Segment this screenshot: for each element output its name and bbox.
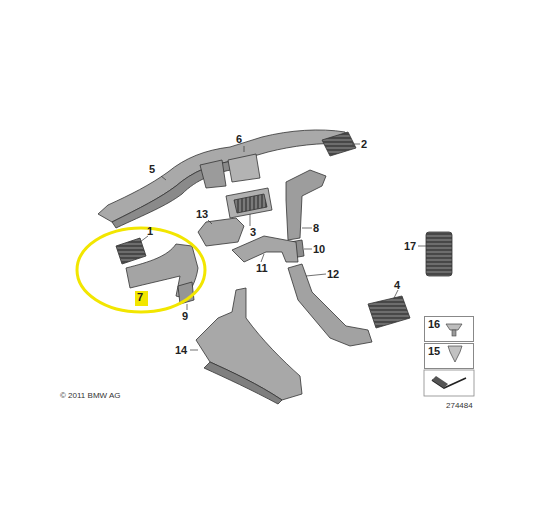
duct-12 [288, 264, 372, 346]
vent-3 [226, 188, 272, 218]
callout-number: 3 [250, 227, 256, 238]
vent-4 [368, 296, 410, 328]
footer-note: © 2011 BMW AG [60, 392, 120, 400]
duct-branch [200, 160, 226, 188]
vent-3-grille [234, 194, 267, 213]
duct-8 [286, 170, 326, 240]
duct-shade [112, 160, 242, 228]
callout-number: 4 [394, 280, 400, 291]
fastener-box: 16 [424, 316, 474, 342]
leader-lines [140, 144, 426, 350]
vent-2 [322, 132, 356, 156]
duct-14-shade [204, 362, 282, 404]
callout-number: 2 [361, 139, 367, 150]
callout-number: 16 [428, 319, 470, 330]
callout-number: 13 [196, 209, 208, 220]
callout-number: 12 [327, 269, 339, 280]
footer-note: 274484 [446, 402, 473, 410]
callout-number: 10 [313, 244, 325, 255]
callout-number: 14 [175, 345, 187, 356]
callout-number: 8 [313, 223, 319, 234]
callout-number: 5 [149, 164, 155, 175]
duct-13 [198, 218, 244, 246]
clip-icons [424, 324, 474, 396]
highlight-ellipse [77, 228, 205, 312]
duct-branch [228, 154, 260, 182]
callout-number: 7 [137, 292, 146, 303]
callout-number: 9 [182, 311, 188, 322]
duct-11 [232, 236, 298, 262]
fastener-box: 15 [424, 343, 474, 369]
callout-number: 15 [428, 346, 470, 357]
callout-number: 1 [147, 226, 153, 237]
vent-1 [116, 238, 146, 264]
callout-number: 6 [236, 134, 242, 145]
callout-number: 17 [404, 241, 416, 252]
callout-number: 11 [256, 263, 268, 274]
highlighted-callout: 7 [135, 291, 148, 306]
grille-17 [426, 232, 452, 276]
